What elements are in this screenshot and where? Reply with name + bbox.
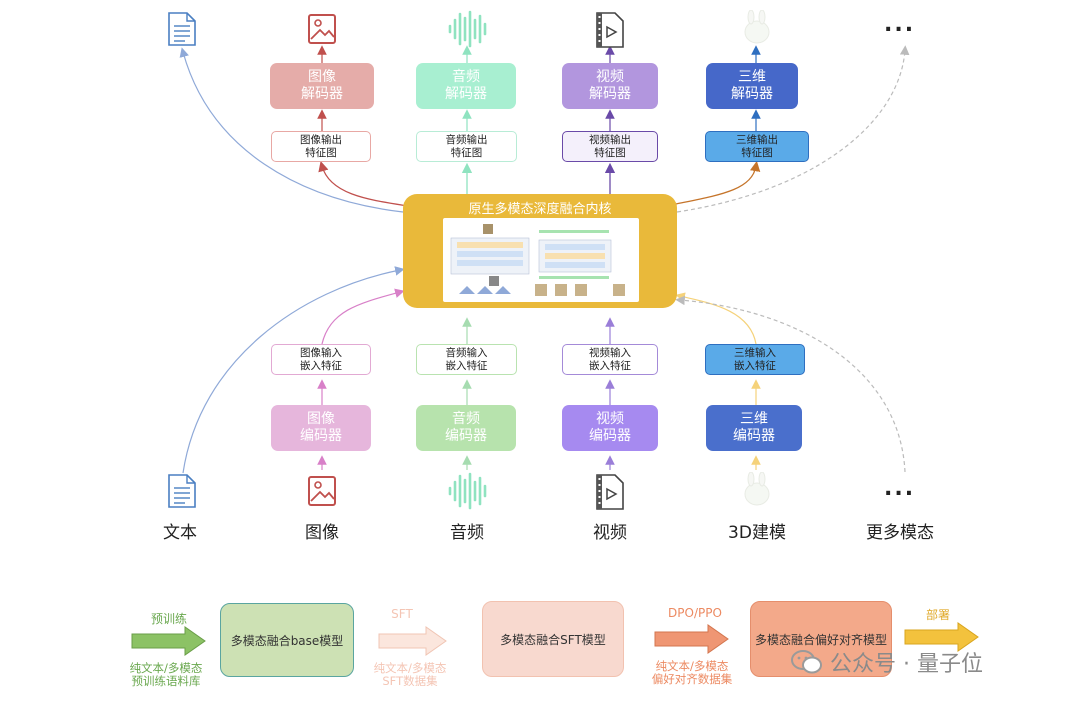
modality-text: 文本	[163, 523, 197, 543]
audio-wave-icon	[448, 10, 487, 48]
video-decoder: 视频 解码器	[562, 63, 658, 109]
video-output-feature: 视频输出 特征图	[562, 131, 658, 162]
step-sft-title: SFT	[391, 607, 413, 621]
3d-output-feature: 三维输出 特征图	[705, 131, 809, 162]
more-dots-bottom: ...	[884, 476, 916, 501]
stage-aligned-model: 多模态融合偏好对齐模型	[750, 601, 892, 677]
image-icon	[308, 476, 336, 506]
3d-decoder: 三维 解码器	[706, 63, 798, 109]
image-input-feature: 图像输入 嵌入特征	[271, 344, 371, 375]
modality-3d: 3D建模	[728, 523, 786, 543]
image-encoder: 图像 编码器	[271, 405, 371, 451]
wechat-icon	[791, 650, 822, 674]
watermark: 公众号 · 量子位	[790, 646, 983, 678]
image-output-feature: 图像输出 特征图	[271, 131, 371, 162]
step-pretrain-title: 预训练	[150, 612, 187, 626]
document-icon	[168, 12, 196, 46]
modality-video: 视频	[593, 523, 627, 543]
3d-model-icon	[744, 472, 770, 506]
modality-image: 图像	[305, 523, 339, 543]
step-dpo-sub: 纯文本/多模态 偏好对齐数据集	[651, 659, 733, 686]
video-encoder: 视频 编码器	[562, 405, 658, 451]
modality-audio: 音频	[450, 523, 484, 543]
stage-sft-model: 多模态融合SFT模型	[482, 601, 624, 677]
step-deploy-title: 部署	[925, 608, 950, 622]
3d-encoder: 三维 编码器	[706, 405, 802, 451]
image-decoder: 图像 解码器	[270, 63, 374, 109]
more-dots-top: ...	[884, 12, 916, 37]
stage-base-model: 多模态融合base模型	[220, 603, 354, 677]
architecture-figure	[450, 224, 625, 296]
step-pretrain-sub: 纯文本/多模态 预训练语料库	[129, 661, 203, 688]
document-icon	[168, 474, 196, 508]
3d-input-feature: 三维输入 嵌入特征	[705, 344, 805, 375]
step-dpo-title: DPO/PPO	[668, 606, 722, 620]
video-file-icon	[596, 474, 624, 510]
architecture-thumbnail	[443, 218, 639, 302]
image-icon	[308, 14, 336, 44]
step-sft-sub: 纯文本/多模态 SFT数据集	[373, 662, 447, 686]
video-input-feature: 视频输入 嵌入特征	[562, 344, 658, 375]
audio-decoder: 音频 解码器	[416, 63, 516, 109]
audio-encoder: 音频 编码器	[416, 405, 516, 451]
video-file-icon	[596, 12, 624, 48]
audio-output-feature: 音频输出 特征图	[416, 131, 517, 162]
fusion-core-title: 原生多模态深度融合内核	[468, 202, 612, 217]
audio-input-feature: 音频输入 嵌入特征	[416, 344, 517, 375]
watermark-text: 公众号 · 量子位	[830, 652, 983, 677]
arrow-dpo	[654, 624, 729, 654]
arrow-sft	[378, 626, 447, 656]
arrow-pretrain	[131, 626, 206, 656]
fusion-core: 原生多模态深度融合内核	[403, 194, 677, 308]
arrow-deploy	[904, 622, 979, 652]
3d-model-icon	[744, 10, 770, 44]
audio-wave-icon	[448, 472, 487, 510]
modality-more: 更多模态	[866, 523, 934, 543]
